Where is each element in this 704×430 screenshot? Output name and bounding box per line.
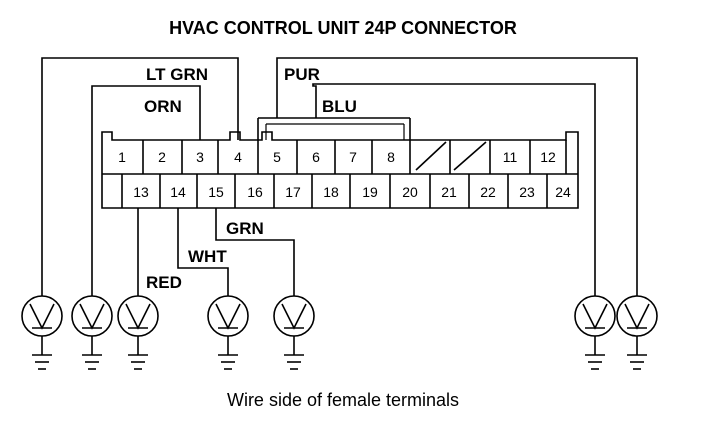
pin-17: 17 (285, 184, 301, 200)
voltmeter-red (117, 295, 159, 370)
pin-21: 21 (441, 184, 457, 200)
pin-6: 6 (312, 149, 320, 165)
label-grn: GRN (226, 219, 264, 238)
voltmeter-pur (616, 295, 658, 370)
pin-15: 15 (208, 184, 224, 200)
bottom-row: 13 14 15 16 17 18 19 20 21 22 23 24 (121, 174, 571, 208)
voltmeter-orn (71, 295, 113, 370)
label-lt-grn: LT GRN (146, 65, 208, 84)
pin-3: 3 (196, 149, 204, 165)
pin-14: 14 (170, 184, 186, 200)
voltmeter-symbols (21, 295, 658, 370)
wire-orn (91, 85, 201, 296)
pin-13: 13 (133, 184, 149, 200)
diagram-caption: Wire side of female terminals (227, 390, 459, 410)
voltmeter-grn (273, 295, 315, 370)
wire-lt-grn (41, 57, 239, 296)
pin-18: 18 (323, 184, 339, 200)
diagram-title: HVAC CONTROL UNIT 24P CONNECTOR (169, 18, 517, 38)
blocked-cavity-10 (453, 141, 487, 171)
wire-pur (276, 57, 638, 296)
label-pur: PUR (284, 65, 320, 84)
wire-grn (215, 208, 295, 296)
pin-16: 16 (247, 184, 263, 200)
voltmeter-lt-grn (21, 295, 63, 370)
pin-24: 24 (555, 184, 571, 200)
pin-11: 11 (503, 149, 518, 165)
pin-22: 22 (480, 184, 496, 200)
pin-7: 7 (349, 149, 357, 165)
wires (41, 57, 638, 296)
label-wht: WHT (188, 247, 227, 266)
voltmeter-wht (207, 295, 249, 370)
pin-19: 19 (362, 184, 378, 200)
pin-2: 2 (158, 149, 166, 165)
voltmeter-blu (574, 295, 616, 370)
pin-4: 4 (234, 149, 242, 165)
pin-12: 12 (540, 149, 556, 165)
pin-1: 1 (118, 149, 126, 165)
pin-8: 8 (387, 149, 395, 165)
label-orn: ORN (144, 97, 182, 116)
blocked-cavity-9 (415, 141, 447, 171)
top-row: 1 2 3 4 5 6 7 8 11 12 (118, 140, 567, 174)
pin-5: 5 (273, 149, 281, 165)
pin-20: 20 (402, 184, 418, 200)
wire-blu (312, 83, 596, 296)
wire-wht (177, 208, 229, 296)
label-red: RED (146, 273, 182, 292)
label-blu: BLU (322, 97, 357, 116)
pin-23: 23 (519, 184, 535, 200)
